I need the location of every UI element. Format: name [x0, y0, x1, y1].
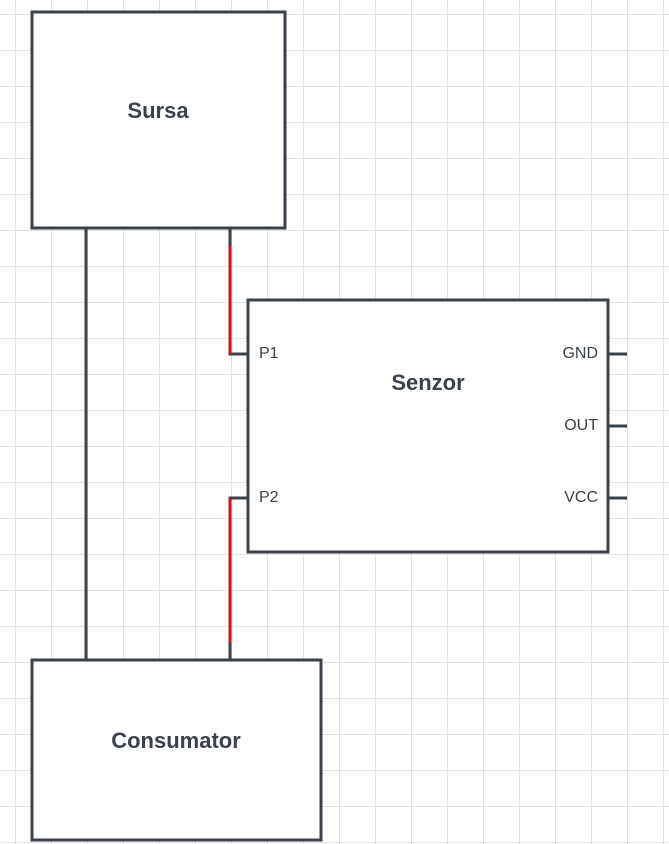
consumer-label: Consumator — [111, 728, 241, 753]
wire-p2-consumer — [228, 496, 249, 660]
pin-label-gnd: GND — [562, 345, 598, 362]
pin-label-p2: P2 — [259, 489, 279, 506]
sensor-block[interactable]: Senzor P1 P2 GND OUT VCC — [246, 298, 610, 554]
source-label: Sursa — [127, 98, 189, 123]
pin-label-out: OUT — [564, 417, 598, 434]
sensor-box — [246, 298, 610, 554]
consumer-box — [30, 658, 323, 842]
source-box — [30, 10, 287, 230]
wire-source-p1 — [228, 229, 249, 356]
consumer-block[interactable]: Consumator — [30, 658, 323, 842]
pin-label-vcc: VCC — [564, 489, 598, 506]
sensor-label: Senzor — [391, 370, 465, 395]
source-block[interactable]: Sursa — [30, 10, 287, 230]
pin-label-p1: P1 — [259, 345, 279, 362]
wires — [84, 229, 627, 660]
